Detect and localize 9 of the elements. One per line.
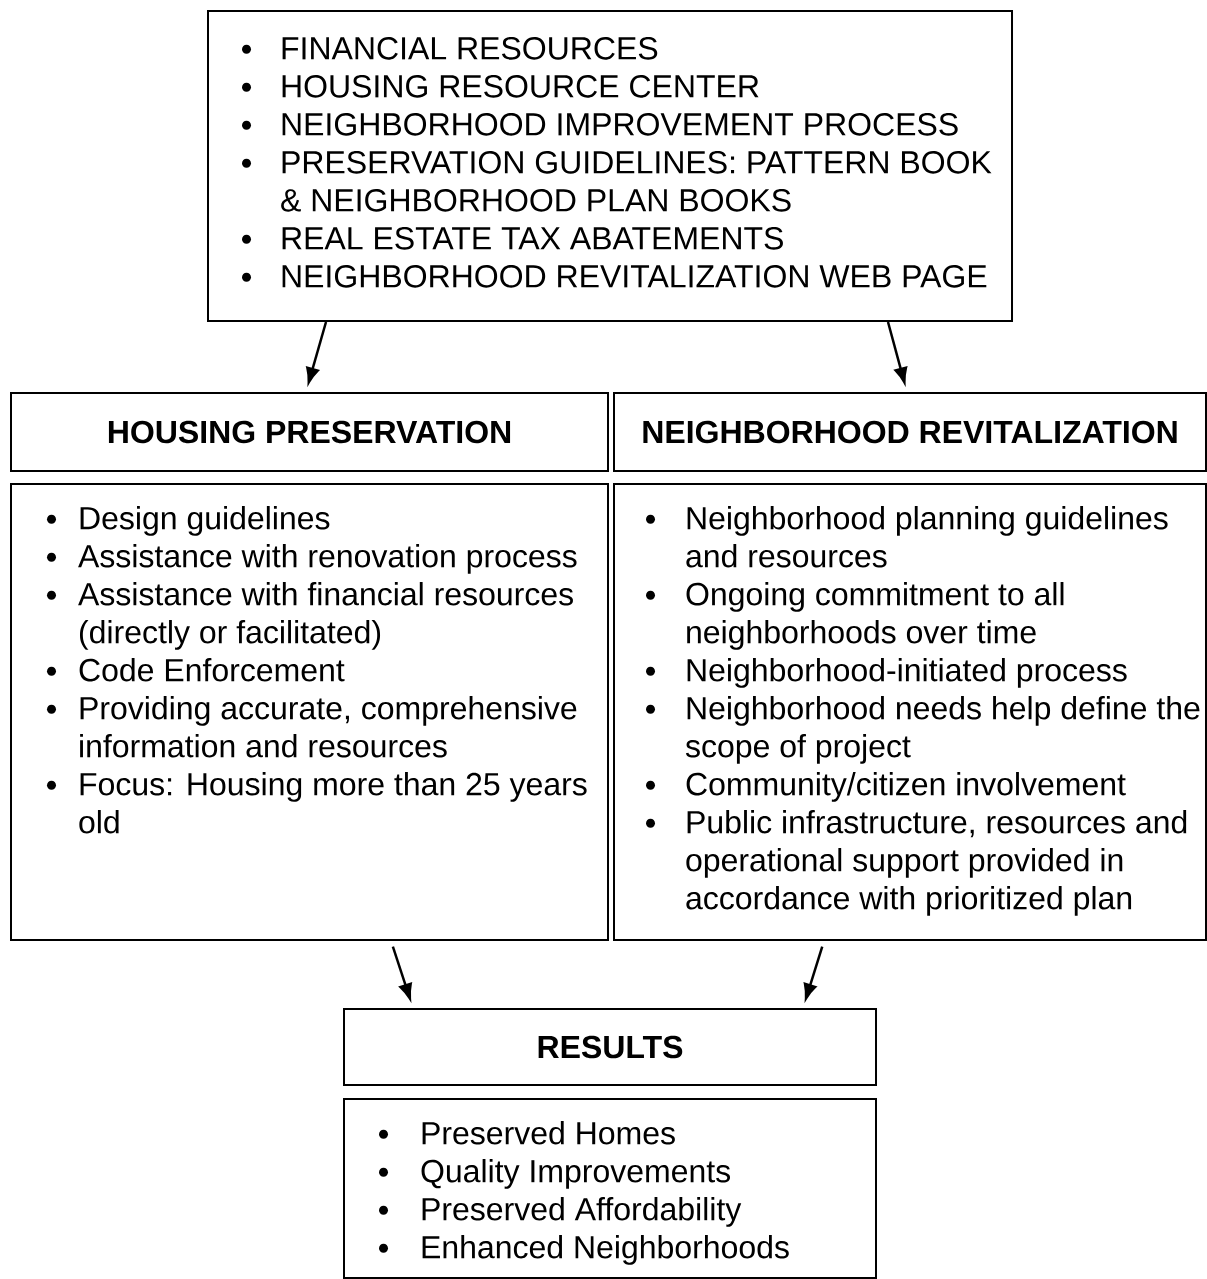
bullet-list-box: Design guidelines Assistance with renovation process Assistance with financial resources (directly or facilitated) Code Enforcement Providing accurate, comprehensive information and resources Focus: Housing more than 25 years old <box>10 483 609 941</box>
header-box: RESULTS <box>343 1008 877 1086</box>
header-box: HOUSING PRESERVATION <box>10 392 609 472</box>
bullet-list-box: Neighborhood planning guidelines and resources Ongoing commitment to all neighborhoods over time Neighborhood-initiated process Neighborhood needs help define the scope of project Community/citizen involvement Public infrastructure, resources and operational support provided in accordance with prioritized plan <box>613 483 1207 941</box>
bullet-list-box: FINANCIAL RESOURCES HOUSING RESOURCE CENTER NEIGHBORHOOD IMPROVEMENT PROCESS PRESERVATION GUIDELINES: PATTERN BOOK & NEIGHBORHOOD PLAN BOOKS REAL ESTATE TAX ABATEMENTS NEIGHBORHOOD REVITALIZATION WEB PAGE <box>207 10 1013 322</box>
arrow <box>803 946 824 1000</box>
arrow <box>391 946 412 1000</box>
header-box: NEIGHBORHOOD REVITALIZATION <box>613 392 1207 472</box>
bullet-list-box: Preserved Homes Quality Improvements Preserved Affordability Enhanced Neighborhoods <box>343 1098 877 1279</box>
